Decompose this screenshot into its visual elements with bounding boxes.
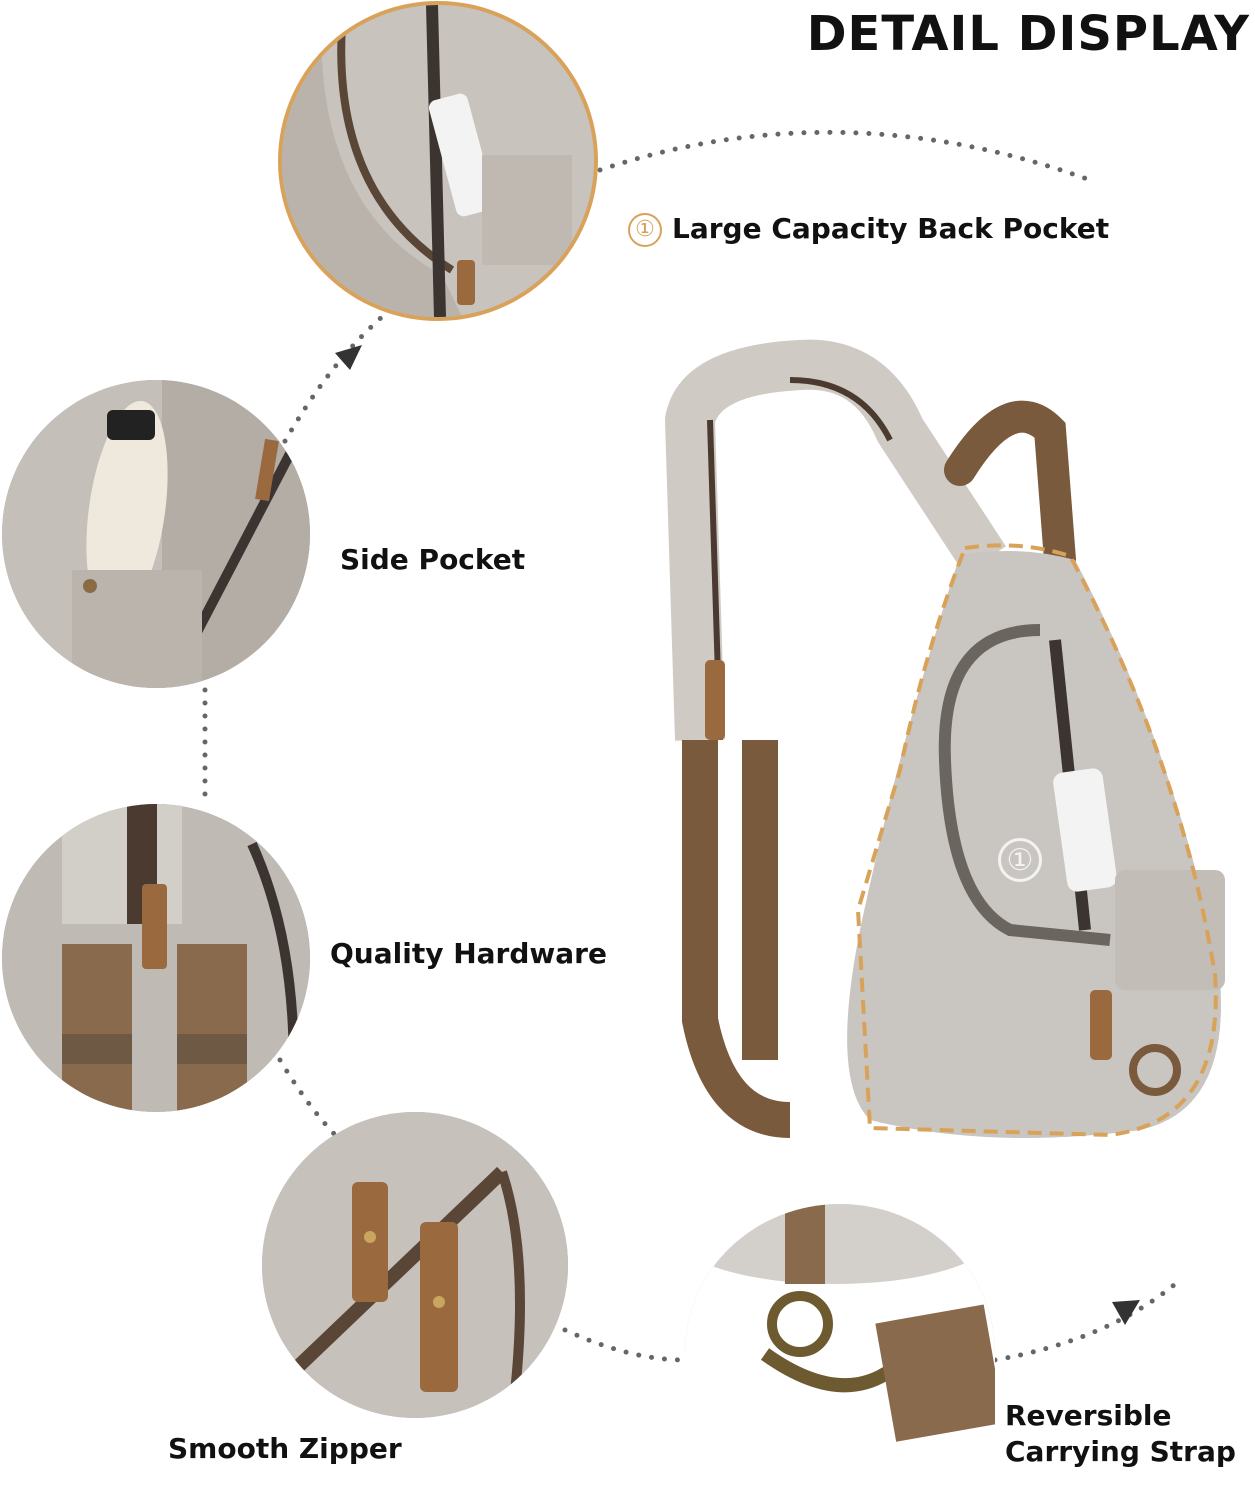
quality-hardware-detail-image [2,804,310,1112]
carrying-strap-detail-image [685,1204,995,1500]
feature-label-reversible-strap: Reversible Carrying Strap [1005,1399,1236,1468]
number-badge: ① [628,213,662,247]
back-pocket-detail-image [278,1,598,321]
arrow-down-icon [1112,1300,1140,1325]
smooth-zipper-detail-image [262,1112,568,1418]
page-title: DETAIL DISPLAY [806,6,1250,62]
bag-pocket-number-marker: ① [998,838,1042,882]
feature-label-quality-hardware: Quality Hardware [330,937,607,970]
feature-label-smooth-zipper: Smooth Zipper [168,1432,402,1465]
arrow-down-icon [335,345,362,370]
feature-label-side-pocket: Side Pocket [340,543,526,576]
